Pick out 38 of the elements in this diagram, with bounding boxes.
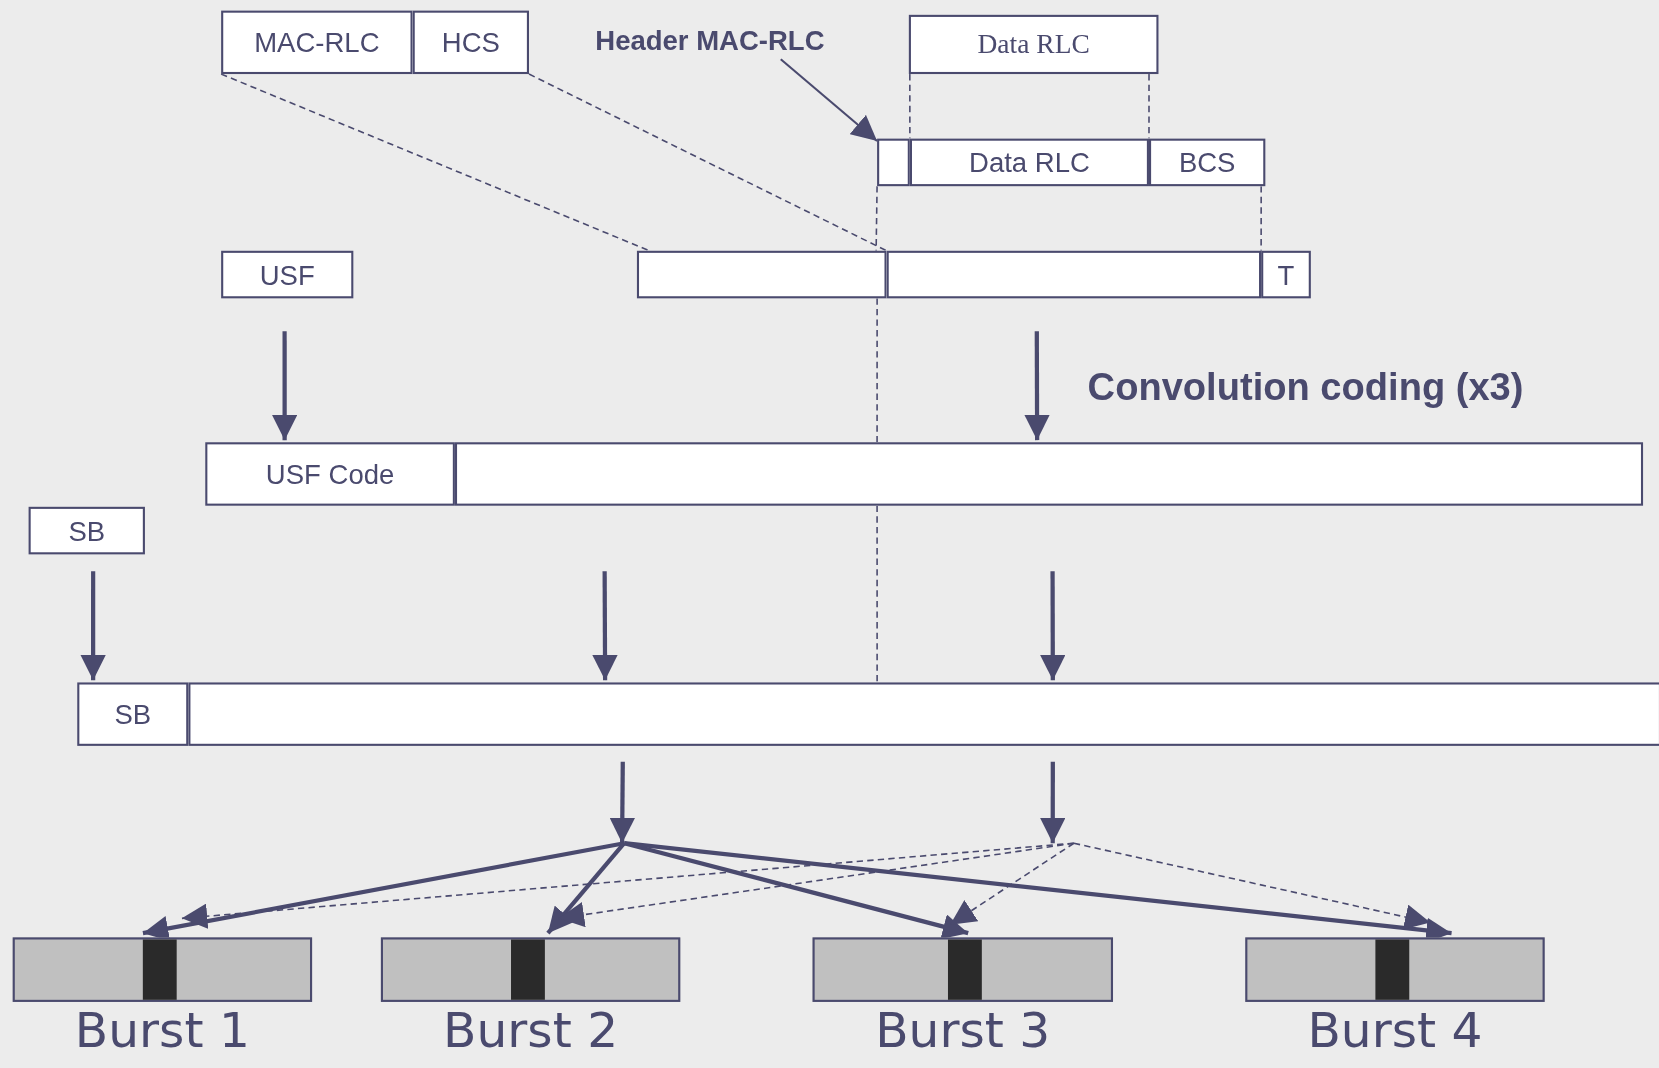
arrow [780,58,878,142]
mapping-line [220,73,651,252]
mapping-line [876,504,878,684]
arrow [1040,571,1066,681]
field-box [77,682,189,746]
field-label: HCS [441,28,500,57]
arrow [1024,331,1050,441]
field-label: SB [68,516,106,545]
arrow [1040,761,1066,844]
field-box [908,14,1159,75]
field-label: T [1277,260,1295,289]
burst-label: Burst 1 [74,1006,250,1055]
field-box [221,10,413,75]
mapping-line [876,297,878,444]
arrow [80,571,106,681]
field-box [909,138,1149,187]
field-box [221,250,354,299]
field-label: USF Code [265,460,395,488]
burst-label: Burst 2 [443,1006,619,1055]
field-label: BCS [1178,148,1236,177]
leader-text: Header MAC-RLC [567,19,853,62]
field-label: Data RLC [977,30,1090,59]
field-box [205,442,455,506]
field-box [1261,250,1311,299]
arrow [592,571,618,681]
field-label: USF [259,260,315,289]
field-box [412,10,529,75]
empty-field-box [877,138,910,187]
field-label: MAC-RLC [254,28,380,57]
burst-label: Burst 4 [1307,1006,1483,1055]
arrow [271,331,298,441]
field-label: Data RLC [969,148,1090,177]
burst-label: Burst 3 [875,1006,1051,1055]
field-label: SB [114,700,152,728]
arrow [609,761,635,844]
mapping-line [528,73,888,252]
field-box [28,506,145,555]
field-box [1149,138,1266,187]
